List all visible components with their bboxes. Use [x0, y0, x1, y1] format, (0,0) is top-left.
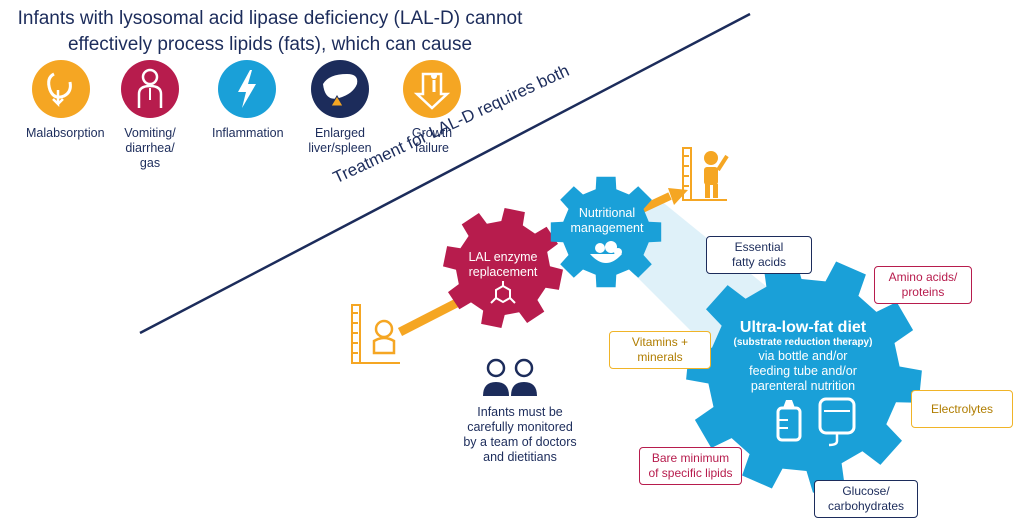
- nutrient-vitamins-minerals: Vitamins +minerals: [609, 331, 711, 369]
- nutrient-line: Glucose/: [842, 484, 890, 498]
- nutrient-line: carbohydrates: [827, 499, 905, 513]
- lightning-icon: [218, 60, 276, 118]
- monitoring-text: Infants must be carefully monitored by a…: [455, 405, 585, 465]
- child-growth-icon: [682, 147, 729, 201]
- nutrient-line: minerals: [637, 350, 683, 364]
- nutrient-line: Vitamins +: [631, 335, 689, 349]
- diet-line-1: via bottle and/or: [758, 349, 848, 363]
- nutrient-electrolytes: Electrolytes: [911, 390, 1013, 428]
- nutrient-line: fatty acids: [731, 255, 787, 269]
- nutrient-line: Bare minimum: [651, 451, 730, 465]
- treatment-divider-line: [139, 12, 751, 335]
- nutrition-label-line-1: Nutritional: [578, 206, 636, 220]
- title-line-2: effectively process lipids (fats), which…: [67, 34, 473, 55]
- enzyme-label-line-2: replacement: [468, 265, 538, 279]
- enzyme-label-line-1: LAL enzyme: [468, 250, 538, 264]
- nutrient-amino-acids: Amino acids/proteins: [874, 266, 972, 304]
- symptom-growth-failure: Growth failure: [397, 60, 467, 156]
- diet-gear-label: Ultra-low-fat diet (substrate reduction …: [728, 318, 878, 394]
- diet-title: Ultra-low-fat diet: [739, 319, 867, 336]
- progress-arrowhead: [668, 188, 688, 205]
- enzyme-gear: [443, 208, 563, 328]
- monitor-line-4: and dietitians: [483, 450, 557, 464]
- nutrient-line: of specific lipids: [648, 466, 733, 480]
- fruit-bowl-icon: [590, 241, 622, 263]
- symptom-label: Enlarged liver/spleen: [308, 126, 372, 155]
- diet-subtitle: (substrate reduction therapy): [733, 337, 873, 348]
- feeding-bag-icon: [818, 397, 856, 447]
- growth-down-arrow-icon: [403, 60, 461, 118]
- nutrition-gear-label: Nutritional management: [562, 206, 652, 236]
- nutrition-label-line-2: management: [570, 221, 644, 235]
- symptom-label: Inflammation: [212, 126, 284, 140]
- symptom-inflammation: Inflammation: [212, 60, 284, 141]
- enzyme-gear-label: LAL enzyme replacement: [458, 250, 548, 280]
- title-line-1: Infants with lysosomal acid lipase defic…: [17, 8, 523, 29]
- symptom-label: Growth failure: [411, 126, 453, 155]
- nutrient-line: Essential: [734, 240, 784, 254]
- diet-gear: [686, 257, 922, 493]
- nutrient-line: Amino acids/: [888, 270, 958, 284]
- progress-arrow-2: [638, 192, 672, 214]
- diet-line-2: feeding tube and/or: [749, 364, 857, 378]
- stomach-down-arrow-icon: [32, 60, 90, 118]
- nutrient-line: Electrolytes: [930, 401, 994, 416]
- symptom-malabsorption: Malabsorption: [26, 60, 105, 141]
- nutrient-line: proteins: [901, 285, 945, 299]
- liver-warning-icon: [311, 60, 369, 118]
- doctors-icon: [483, 358, 537, 396]
- baby-bottle-icon: [776, 400, 802, 442]
- nutrient-glucose: Glucose/carbohydrates: [814, 480, 918, 518]
- monitor-line-2: carefully monitored: [467, 420, 573, 434]
- symptom-enlarged-liver: Enlarged liver/spleen: [305, 60, 375, 156]
- nutrition-gear: [550, 176, 662, 288]
- monitor-line-1: Infants must be: [477, 405, 563, 419]
- molecule-icon: [490, 281, 516, 304]
- page-title: Infants with lysosomal acid lipase defic…: [10, 6, 530, 58]
- symptom-label: Vomiting/ diarrhea/ gas: [124, 126, 176, 170]
- symptom-label: Malabsorption: [26, 126, 105, 140]
- monitor-line-3: by a team of doctors: [463, 435, 577, 449]
- sick-person-icon: [121, 60, 179, 118]
- symptom-vomiting: Vomiting/ diarrhea/ gas: [115, 60, 185, 171]
- diet-line-3: parenteral nutrition: [750, 379, 856, 393]
- baby-growth-icon: [351, 304, 400, 364]
